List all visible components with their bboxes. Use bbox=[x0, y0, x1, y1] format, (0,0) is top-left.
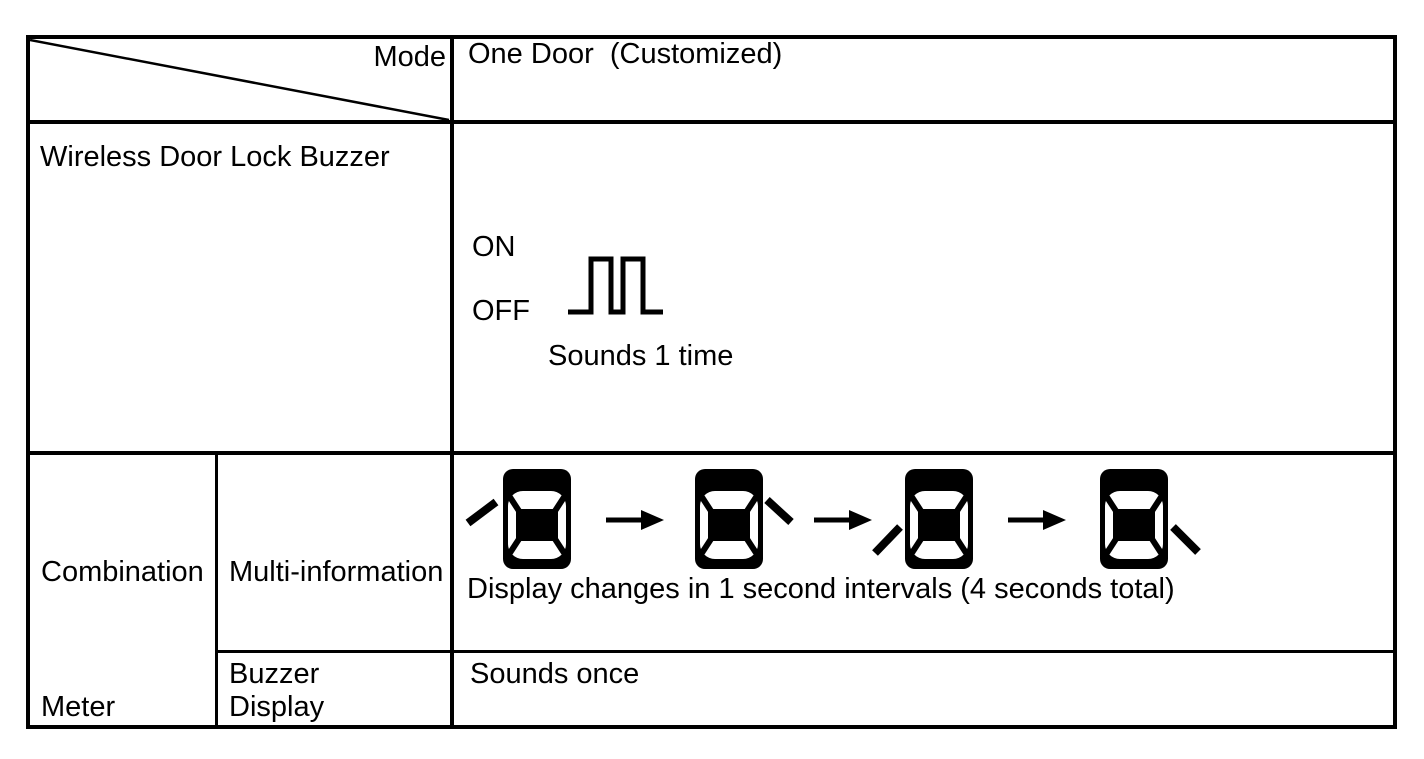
door-open-line-rear-left-icon bbox=[872, 524, 903, 556]
arrow-right-icon bbox=[814, 510, 872, 530]
display-changes-caption: Display changes in 1 second intervals (4… bbox=[467, 573, 1175, 605]
buzzer-pulse-waveform-icon bbox=[568, 256, 663, 315]
mode-header-label: Mode bbox=[373, 41, 446, 73]
car-door-open-front-right-icon bbox=[695, 469, 763, 569]
header-diagonal-line bbox=[30, 39, 450, 122]
table-border bbox=[26, 35, 1397, 729]
door-open-display-sequence bbox=[465, 465, 1201, 571]
buzzer-sub-label: Buzzer bbox=[229, 658, 320, 690]
mode-value: One Door (Customized) bbox=[468, 38, 783, 70]
combination-meter-label-line2: Meter bbox=[41, 691, 116, 723]
column-divider-main bbox=[450, 39, 454, 725]
sounds-1-time-caption: Sounds 1 time bbox=[548, 340, 734, 372]
multi-information-display-label-line2: Display bbox=[229, 691, 325, 723]
door-open-line-rear-right-icon bbox=[1170, 524, 1201, 555]
multi-information-display-label-line1: Multi-information bbox=[229, 556, 444, 588]
combination-meter-label-line1: Combination bbox=[41, 556, 204, 588]
car-door-open-rear-right-icon bbox=[1100, 469, 1168, 569]
waveform-on-label: ON bbox=[472, 231, 516, 263]
wireless-door-lock-buzzer-label: Wireless Door Lock Buzzer bbox=[40, 141, 390, 173]
arrow-right-icon bbox=[1008, 510, 1066, 530]
column-divider-sub bbox=[215, 455, 218, 725]
waveform-off-label: OFF bbox=[472, 295, 530, 327]
row-divider-header bbox=[30, 120, 1393, 124]
row-divider-display-buzzer bbox=[218, 650, 1393, 653]
combination-meter-label: Combination Meter bbox=[41, 460, 204, 759]
door-open-line-front-right-icon bbox=[764, 497, 794, 525]
car-door-open-rear-left-icon bbox=[905, 469, 973, 569]
row-divider-buzzer-meter bbox=[30, 451, 1393, 455]
multi-information-display-label: Multi-information Display bbox=[229, 460, 443, 759]
sounds-once-value: Sounds once bbox=[470, 658, 640, 690]
car-door-open-front-left-icon bbox=[503, 469, 571, 569]
door-open-line-front-left-icon bbox=[465, 498, 499, 527]
arrow-right-icon bbox=[606, 510, 664, 530]
